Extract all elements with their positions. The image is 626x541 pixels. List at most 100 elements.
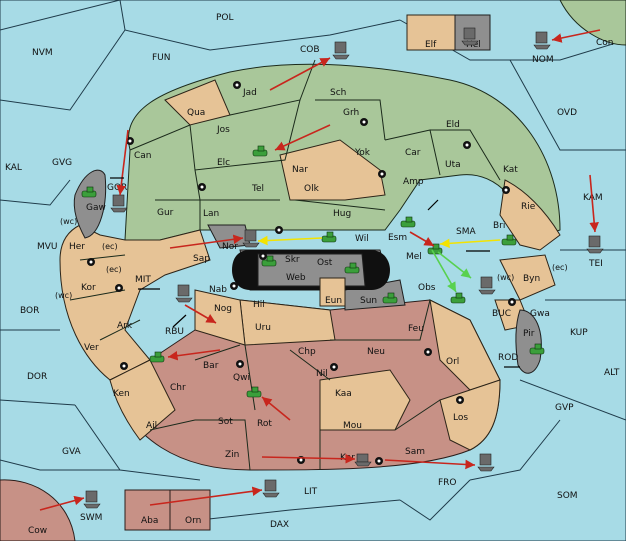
region-gaw[interactable] — [73, 169, 107, 239]
label-ost: Ost — [317, 258, 333, 268]
supply-center-dot — [360, 118, 368, 126]
label-bri: Bri — [493, 221, 505, 231]
label-orn: Orn — [185, 516, 201, 526]
region-rie[interactable] — [499, 179, 561, 251]
region-eun[interactable] — [319, 277, 346, 307]
region-kaa-mou[interactable] — [319, 369, 411, 431]
region-ken-ail[interactable] — [109, 359, 176, 441]
ship-icon[interactable] — [242, 229, 260, 248]
tank-icon[interactable] — [344, 262, 360, 274]
tank-icon[interactable] — [321, 231, 337, 243]
label-wc-right: (wc) — [497, 273, 514, 282]
ship-icon[interactable] — [110, 194, 128, 213]
ship-icon[interactable] — [533, 31, 551, 50]
region-los[interactable] — [439, 379, 501, 451]
tank-icon[interactable] — [81, 186, 97, 198]
supply-center-dot — [275, 226, 283, 234]
label-kat: Kat — [503, 165, 518, 175]
supply-center-dot — [330, 363, 338, 371]
label-olk: Olk — [304, 184, 320, 194]
ship-icon[interactable] — [478, 276, 496, 295]
label-jad: Jad — [242, 88, 257, 98]
region-orn[interactable] — [169, 489, 211, 531]
ship-icon[interactable] — [354, 453, 372, 467]
tank-icon[interactable] — [246, 386, 262, 398]
label-amp: Amp — [403, 177, 424, 187]
label-rot: Rot — [257, 419, 272, 429]
label-gur: Gur — [157, 208, 174, 218]
label-sap: Sap — [193, 254, 210, 264]
label-nil: Nil — [316, 369, 328, 379]
tank-icon[interactable] — [501, 234, 517, 246]
region-byn[interactable] — [499, 254, 556, 301]
label-skr: Skr — [285, 255, 300, 265]
label-eun: Eun — [325, 296, 342, 306]
label-rbu: RBU — [165, 327, 184, 337]
ship-icon[interactable] — [83, 490, 101, 509]
tank-icon[interactable] — [382, 292, 398, 304]
sea-border-3 — [0, 29, 126, 111]
label-tei: TEI — [588, 259, 603, 269]
label-nar: Nar — [292, 165, 308, 175]
label-orl: Orl — [446, 357, 459, 367]
tank-icon[interactable] — [261, 255, 277, 267]
label-ark: Ark — [117, 321, 133, 331]
units-armies — [81, 145, 545, 398]
label-web: Web — [286, 273, 306, 283]
ship-icon[interactable] — [586, 235, 604, 254]
supply-center-dot — [236, 360, 244, 368]
label-her: Her — [69, 242, 85, 252]
ship-icon[interactable] — [461, 27, 479, 46]
order-arrow — [274, 124, 331, 151]
label-uta: Uta — [445, 160, 461, 170]
label-nvm: NVM — [32, 48, 53, 58]
region-aba[interactable] — [124, 489, 171, 531]
label-ail: Ail — [146, 421, 157, 431]
sea-border-6 — [0, 179, 71, 206]
order-arrow — [551, 29, 601, 43]
label-uru: Uru — [255, 323, 271, 333]
label-rie: Rie — [521, 202, 536, 212]
label-tel: Tel — [251, 184, 264, 194]
tank-icon[interactable] — [529, 343, 545, 355]
region-nar-olk[interactable] — [279, 139, 386, 201]
ship-icon[interactable] — [477, 453, 495, 472]
label-wc-kor: (wc) — [55, 291, 72, 300]
tank-icon[interactable] — [252, 145, 268, 157]
label-wc-left: (wc) — [60, 217, 77, 226]
label-obs: Obs — [418, 283, 436, 293]
label-feu: Feu — [408, 324, 424, 334]
order-arrow — [261, 453, 356, 464]
label-rod: ROD — [498, 353, 518, 363]
label-nor: Nor — [222, 242, 238, 252]
sea-border-12 — [469, 419, 561, 481]
ship-icon[interactable] — [175, 284, 193, 303]
label-byn: Byn — [523, 274, 540, 284]
label-cow: Cow — [28, 526, 47, 536]
label-gvp: GVP — [555, 403, 574, 413]
ship-icon[interactable] — [262, 479, 280, 498]
orders-yellow — [257, 235, 501, 249]
label-neu: Neu — [367, 347, 385, 357]
supply-center-dot — [424, 348, 432, 356]
support-arrow — [439, 238, 501, 249]
label-zin: Zin — [225, 450, 239, 460]
ship-icon[interactable] — [332, 41, 350, 60]
label-kaa: Kaa — [335, 389, 352, 399]
tank-icon[interactable] — [400, 216, 416, 228]
supply-center-dot — [502, 186, 510, 194]
region-west-tan[interactable] — [59, 224, 211, 381]
order-arrow — [149, 486, 263, 506]
order-arrow — [409, 231, 435, 247]
tank-icon[interactable] — [450, 292, 466, 304]
label-elc: Elc — [217, 158, 230, 168]
region-elf[interactable] — [406, 14, 456, 51]
tank-icon[interactable] — [149, 351, 165, 363]
label-qua: Qua — [187, 108, 205, 118]
label-eld: Eld — [446, 120, 460, 130]
label-qwi: Qwi — [233, 373, 250, 383]
region-pir[interactable] — [515, 309, 542, 374]
label-gva: GVA — [62, 447, 82, 457]
label-dax: DAX — [270, 520, 289, 530]
